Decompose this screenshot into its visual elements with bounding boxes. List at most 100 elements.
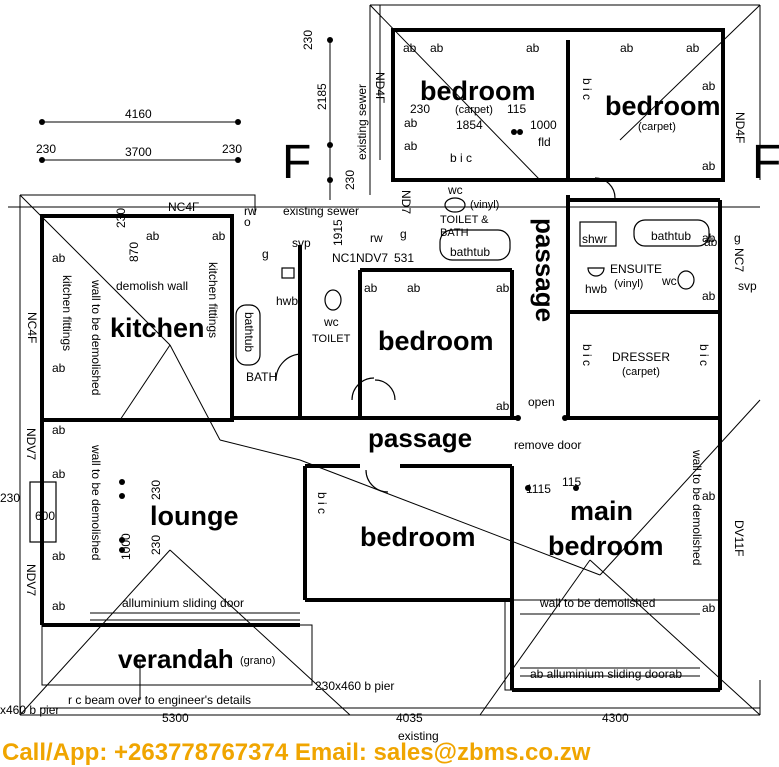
dim-3700: 3700	[125, 145, 152, 159]
note-demolish-wall: demolish wall	[116, 279, 188, 293]
room-label-main-bedroom: bedroom	[548, 531, 664, 561]
note-ab-21: ab	[212, 229, 226, 243]
note-hwb-1: hwb	[276, 294, 298, 308]
note-b-pier-left: x460 b pier	[0, 703, 59, 717]
tag-dv11f: DV11F	[732, 520, 746, 556]
walls	[40, 28, 725, 692]
tag-nd4f-right: ND4F	[733, 112, 747, 143]
note-open: open	[528, 395, 555, 409]
dim-531: 531	[394, 251, 414, 265]
tag-nc1ndv7: NC1NDV7	[332, 251, 388, 265]
note-ab-14: ab	[52, 251, 66, 265]
dim-230-i: 230	[114, 208, 128, 228]
fixtures	[29, 177, 710, 543]
note-ab-13: ab	[702, 601, 716, 615]
note-kitchen-fittings-right: kitchen fittings	[206, 262, 220, 338]
dim-115-a: 115	[507, 102, 526, 116]
note-ab-20: ab	[146, 229, 160, 243]
dim-600: 600	[35, 509, 55, 523]
note-shwr: shwr	[582, 232, 607, 246]
dim-2185: 2185	[315, 83, 329, 110]
dim-1000-a: 1000	[530, 118, 557, 132]
dim-230-d: 230	[343, 170, 357, 190]
room-label-bedroom-top-left: bedroom	[420, 76, 536, 106]
note-ab-12: ab	[702, 489, 716, 503]
note-ab-17: ab	[52, 467, 66, 481]
note-ab-11: ab	[702, 289, 716, 303]
note-kitchen-fittings-left: kitchen fittings	[60, 275, 74, 351]
note-ab-3: ab	[620, 41, 634, 55]
note-bic-top: b i c	[450, 151, 472, 165]
room-label-kitchen: kitchen	[110, 313, 205, 343]
note-ab-7: ab	[404, 139, 418, 153]
note-fld: fld	[538, 135, 551, 149]
note-wc-3: wc	[661, 274, 677, 288]
note-svp-2: svp	[738, 279, 757, 293]
room-label-dresser: DRESSER	[612, 350, 670, 364]
room-label-bath: BATH	[246, 370, 277, 384]
note-existing-sewer-h: existing sewer	[283, 204, 359, 218]
note-existing-sewer-v: existing sewer	[355, 84, 369, 160]
contact-watermark: Call/App: +263778767374 Email: sales@zbm…	[2, 739, 591, 766]
dim-1115: 1115	[526, 482, 551, 496]
room-floor-carpet-3: (carpet)	[622, 366, 660, 378]
note-alu-door: alluminium sliding door	[122, 596, 244, 610]
note-bic-lower: b i c	[315, 492, 329, 514]
note-rc-beam: r c beam over to engineer's details	[68, 693, 251, 707]
dimension-lines	[40, 40, 760, 709]
dim-230-c: 230	[301, 30, 315, 50]
tag-ndv7-1: NDV7	[24, 428, 38, 460]
note-bathtub-1: bathtub	[651, 229, 691, 243]
room-label-ensuite: ENSUITE	[610, 262, 662, 276]
note-ab-8: ab	[702, 79, 716, 93]
note-wall-demolished-4: wall to be demolished	[539, 596, 655, 610]
tag-nd4f: ND4F	[373, 72, 387, 103]
room-floor-carpet-2: (carpet)	[638, 121, 676, 133]
note-ab-23: ab	[407, 281, 421, 295]
room-label-bedroom-center: bedroom	[378, 326, 494, 356]
dim-1915: 1915	[331, 219, 345, 246]
note-wall-demolished-2: wall to be demolished	[89, 444, 103, 560]
note-ab-10: ab	[702, 231, 716, 245]
dim-existing: existing	[398, 729, 439, 743]
roof-lines	[8, 4, 761, 716]
dim-230-b: 230	[222, 142, 242, 156]
tag-ndv7-2: NDV7	[24, 564, 38, 596]
note-g-1: g	[262, 247, 269, 261]
note-bic-dresser-right: b i c	[697, 344, 711, 366]
tag-nd7: ND7	[399, 190, 413, 214]
note-wall-demolished-3: wall to be demolished	[690, 449, 704, 565]
note-wall-demolished-1: wall to be demolished	[89, 279, 103, 395]
note-ab-6: ab	[404, 116, 418, 130]
note-remove-door: remove door	[514, 438, 581, 452]
note-ab-16: ab	[52, 423, 66, 437]
room-label-main: main	[570, 496, 633, 526]
dim-870: 870	[127, 242, 141, 262]
note-svp-1: svp	[292, 236, 311, 250]
room-floor-vinyl-ensuite: (vinyl)	[614, 278, 643, 290]
note-rw-2: rw	[370, 231, 383, 245]
dim-4035: 4035	[396, 711, 423, 725]
note-bathtub-2: bathtub	[450, 245, 490, 259]
note-ab-18: ab	[52, 549, 66, 563]
dim-4160: 4160	[125, 107, 152, 121]
note-ab-15: ab	[52, 361, 66, 375]
note-ab-2: ab	[526, 41, 540, 55]
note-bic-dresser-left: b i c	[580, 344, 594, 366]
room-floor-grano: (grano)	[240, 655, 275, 667]
dim-1854: 1854	[456, 118, 483, 132]
dim-4300: 4300	[602, 711, 629, 725]
note-ab-1: ab	[430, 41, 444, 55]
dim-230-f: 230	[149, 480, 163, 500]
room-label-verandah: verandah	[118, 644, 234, 674]
note-ab-24: ab	[496, 281, 510, 295]
note-o: o	[244, 215, 251, 229]
dim-230-g: 230	[149, 535, 163, 555]
tag-nc7: NC7	[732, 248, 746, 272]
note-ab-22: ab	[364, 281, 378, 295]
tag-nc4f-top: NC4F	[168, 200, 199, 214]
section-marker-f-left: F	[282, 136, 311, 189]
room-label-lounge: lounge	[150, 501, 239, 531]
dim-1000-b: 1000	[119, 533, 133, 560]
note-ab-26: ab	[704, 235, 718, 249]
